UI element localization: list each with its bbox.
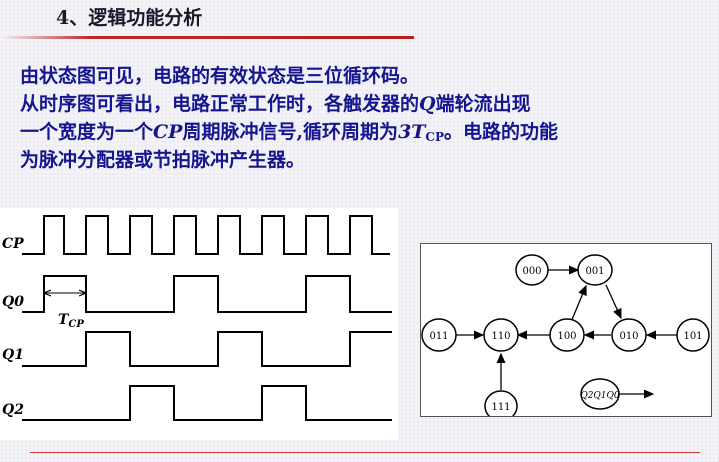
title-underline bbox=[0, 36, 414, 39]
state-001: 001 bbox=[577, 254, 613, 286]
timing-diagram: CP Q0 TCP Q1 Q2 bbox=[0, 208, 398, 440]
cp-subscript: CP bbox=[425, 130, 444, 144]
footer-rule bbox=[30, 452, 700, 453]
legend-q2q1q0: Q2Q1Q0 bbox=[580, 378, 620, 410]
svg-text:101: 101 bbox=[683, 331, 702, 342]
state-100: 100 bbox=[549, 318, 585, 352]
period-label: TCP bbox=[58, 312, 84, 330]
line2-text-a: 从时序图可看出，电路正常工作时，各触发器的 bbox=[20, 93, 420, 115]
line3-text-a: 一个宽度为一个 bbox=[20, 121, 154, 143]
q1-label: Q1 bbox=[2, 347, 24, 363]
cp-symbol: CP bbox=[153, 121, 183, 143]
state-011: 011 bbox=[421, 318, 457, 352]
cp-waveform bbox=[22, 215, 390, 255]
paragraph-line-2: 从时序图可看出，电路正常工作时，各触发器的Q端轮流出现 bbox=[20, 90, 710, 118]
svg-text:100: 100 bbox=[557, 331, 576, 342]
3t-symbol: 3T bbox=[398, 121, 426, 143]
paragraph-line-4: 为脉冲分配器或节拍脉冲产生器。 bbox=[20, 149, 306, 171]
svg-text:010: 010 bbox=[619, 331, 638, 342]
paragraph-line-3: 一个宽度为一个CP周期脉冲信号,循环周期为3TCP。电路的功能 bbox=[20, 118, 710, 146]
state-110: 110 bbox=[483, 318, 519, 352]
q1-waveform bbox=[22, 331, 392, 367]
q-symbol: Q bbox=[419, 93, 436, 115]
svg-text:110: 110 bbox=[491, 331, 510, 342]
line2-text-b: 端轮流出现 bbox=[435, 93, 531, 115]
q2-label: Q2 bbox=[2, 402, 24, 418]
line3-text-b: 周期脉冲信号,循环周期为 bbox=[182, 121, 399, 143]
svg-text:001: 001 bbox=[585, 266, 604, 277]
edge-100-001 bbox=[570, 284, 587, 323]
paragraph-line-1: 由状态图可见，电路的有效状态是三位循环码。 bbox=[20, 65, 420, 87]
state-diagram-svg: 000 001 011 110 100 010 101 111 bbox=[421, 254, 710, 422]
svg-text:111: 111 bbox=[491, 402, 510, 413]
svg-text:011: 011 bbox=[429, 331, 448, 342]
description-paragraph: 由状态图可见，电路的有效状态是三位循环码。 从时序图可看出，电路正常工作时，各触… bbox=[20, 62, 710, 174]
edge-001-010 bbox=[605, 284, 622, 320]
line3-text-c: 。电路的功能 bbox=[444, 121, 559, 143]
q0-waveform bbox=[22, 275, 392, 313]
timing-diagram-svg: CP Q0 TCP Q1 Q2 bbox=[2, 215, 392, 421]
section-title: 4、逻辑功能分析 bbox=[56, 7, 203, 29]
cp-label: CP bbox=[2, 236, 24, 252]
state-000: 000 bbox=[515, 254, 549, 286]
q2-waveform bbox=[22, 385, 392, 421]
svg-text:000: 000 bbox=[522, 266, 541, 277]
state-diagram: 000 001 011 110 100 010 101 111 bbox=[420, 243, 712, 422]
state-111: 111 bbox=[484, 390, 518, 422]
q0-label: Q0 bbox=[2, 294, 24, 310]
state-010: 010 bbox=[611, 318, 647, 352]
svg-text:Q2Q1Q0: Q2Q1Q0 bbox=[580, 391, 620, 401]
state-101: 101 bbox=[676, 318, 710, 352]
